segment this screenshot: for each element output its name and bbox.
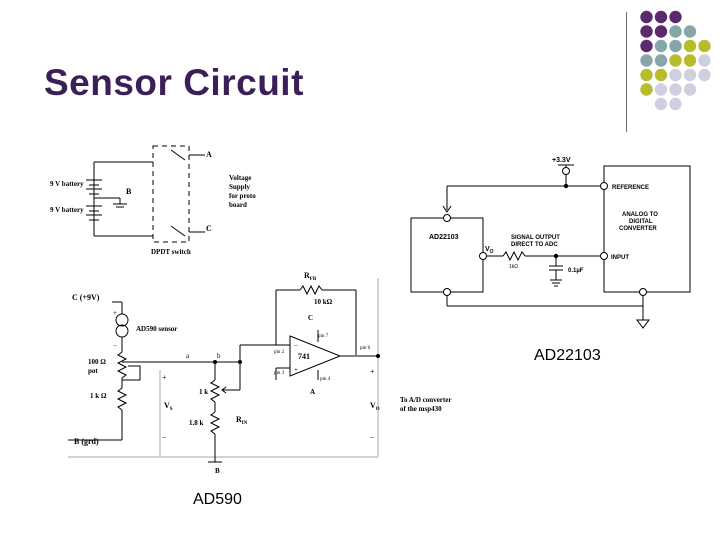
switch-node-a: A bbox=[206, 150, 212, 159]
node-b-label: b bbox=[217, 352, 221, 360]
supply-label-3: for proto bbox=[229, 192, 256, 200]
signal-output-label-2: DIRECT TO ADC bbox=[511, 242, 558, 248]
pin7-label: pin 7 bbox=[318, 334, 329, 339]
adc-input-label: INPUT bbox=[611, 255, 629, 261]
node-a-label: a bbox=[186, 352, 190, 360]
opamp-minus-label: − bbox=[294, 342, 298, 350]
rfb-label: RFB bbox=[304, 271, 317, 282]
adc-note-1: To A/D converter bbox=[400, 396, 451, 404]
r1k-label: 1 k bbox=[199, 388, 208, 396]
pin3-label: pin 3 bbox=[274, 371, 285, 376]
adc-label-3: CONVERTER bbox=[619, 226, 657, 232]
decor-dot bbox=[640, 68, 653, 82]
adc-label-1: ANALOG TO bbox=[622, 212, 658, 218]
decor-dot bbox=[640, 25, 653, 38]
pin2-label: pin 2 bbox=[274, 350, 285, 355]
c-node-label: C bbox=[308, 314, 313, 322]
pin4-label: pin 4 bbox=[320, 377, 331, 382]
decor-dot bbox=[683, 54, 697, 67]
signal-output-label-1: SIGNAL OUTPUT bbox=[511, 235, 560, 241]
supply-c-label: C (+9V) bbox=[72, 293, 100, 302]
supply-label-2: Supply bbox=[229, 183, 251, 191]
supply-3v3-label: +3.3V bbox=[552, 157, 571, 164]
supply-label-1: Voltage bbox=[229, 174, 251, 182]
decor-dot bbox=[654, 97, 668, 111]
switch-node-b: B bbox=[126, 187, 132, 196]
ground-b-label: B (grd) bbox=[74, 437, 99, 446]
pot-label-2: pot bbox=[88, 367, 98, 375]
battery2-label: 9 V battery bbox=[50, 206, 84, 214]
title-divider-line bbox=[626, 12, 627, 132]
slide-title: Sensor Circuit bbox=[44, 62, 304, 103]
decor-dot bbox=[669, 68, 682, 82]
r1k-left-label: 1 k Ω bbox=[90, 392, 107, 400]
vo-minus-label: − bbox=[370, 433, 375, 442]
supply-label-4: board bbox=[229, 201, 247, 209]
decor-dot bbox=[654, 83, 668, 96]
decorative-dot-grid bbox=[640, 10, 711, 111]
decor-dot bbox=[669, 25, 682, 38]
decor-dot bbox=[698, 68, 711, 82]
dpdt-switch-label: DPDT switch bbox=[151, 248, 191, 256]
resistor-1k-label: 1kΩ bbox=[509, 264, 518, 270]
decor-dot bbox=[640, 39, 653, 53]
sensor-minus-label: − bbox=[113, 342, 117, 350]
decor-dot bbox=[683, 25, 697, 38]
chip-vo-label: VO bbox=[485, 246, 494, 255]
sensor-label: AD590 sensor bbox=[136, 325, 177, 333]
sensor-plus-label: + bbox=[113, 309, 117, 317]
decor-dot bbox=[669, 39, 682, 53]
decor-dot bbox=[683, 83, 697, 96]
rin-label: RIN bbox=[236, 415, 248, 426]
decor-dot bbox=[640, 83, 653, 96]
ad22103-caption: AD22103 bbox=[534, 347, 601, 364]
decor-dot bbox=[683, 39, 697, 53]
decor-dot bbox=[698, 39, 711, 53]
decor-dot bbox=[654, 39, 668, 53]
vs-plus-label: + bbox=[162, 373, 167, 382]
decor-dot bbox=[669, 54, 682, 67]
adc-note-2: of the msp430 bbox=[400, 405, 442, 413]
ad22103-chip-label: AD22103 bbox=[429, 234, 459, 241]
decor-dot bbox=[669, 83, 682, 96]
a-node-label: A bbox=[310, 388, 315, 396]
r10k-label: 10 kΩ bbox=[314, 298, 333, 306]
vo-plus-label: + bbox=[370, 367, 375, 376]
decor-dot bbox=[669, 10, 682, 24]
vo-label: VO bbox=[370, 401, 380, 412]
reference-label: REFERENCE bbox=[612, 185, 649, 191]
ad590-caption: AD590 bbox=[193, 491, 242, 508]
capacitor-label: 0.1µF bbox=[568, 268, 584, 274]
pot-label-1: 100 Ω bbox=[88, 358, 106, 366]
pin6-label: pin 6 bbox=[360, 346, 371, 351]
decor-dot bbox=[654, 54, 668, 67]
battery1-label: 9 V battery bbox=[50, 180, 84, 188]
opamp-741-label: 741 bbox=[298, 352, 310, 361]
b-bottom-label: B bbox=[215, 467, 220, 475]
adc-label-2: DIGITAL bbox=[629, 219, 653, 225]
switch-node-c: C bbox=[206, 224, 212, 233]
opamp-plus-label: + bbox=[294, 366, 298, 374]
decor-dot bbox=[654, 10, 668, 24]
decor-dot bbox=[669, 97, 682, 111]
decor-dot bbox=[640, 10, 653, 24]
decor-dot bbox=[640, 54, 653, 67]
decor-dot bbox=[654, 68, 668, 82]
decor-dot bbox=[683, 68, 697, 82]
decor-dot bbox=[654, 25, 668, 38]
vs-minus-label: − bbox=[162, 433, 167, 442]
vs-label: VS bbox=[164, 401, 173, 412]
r18k-label: 1.8 k bbox=[189, 419, 204, 427]
decor-dot bbox=[698, 54, 711, 67]
